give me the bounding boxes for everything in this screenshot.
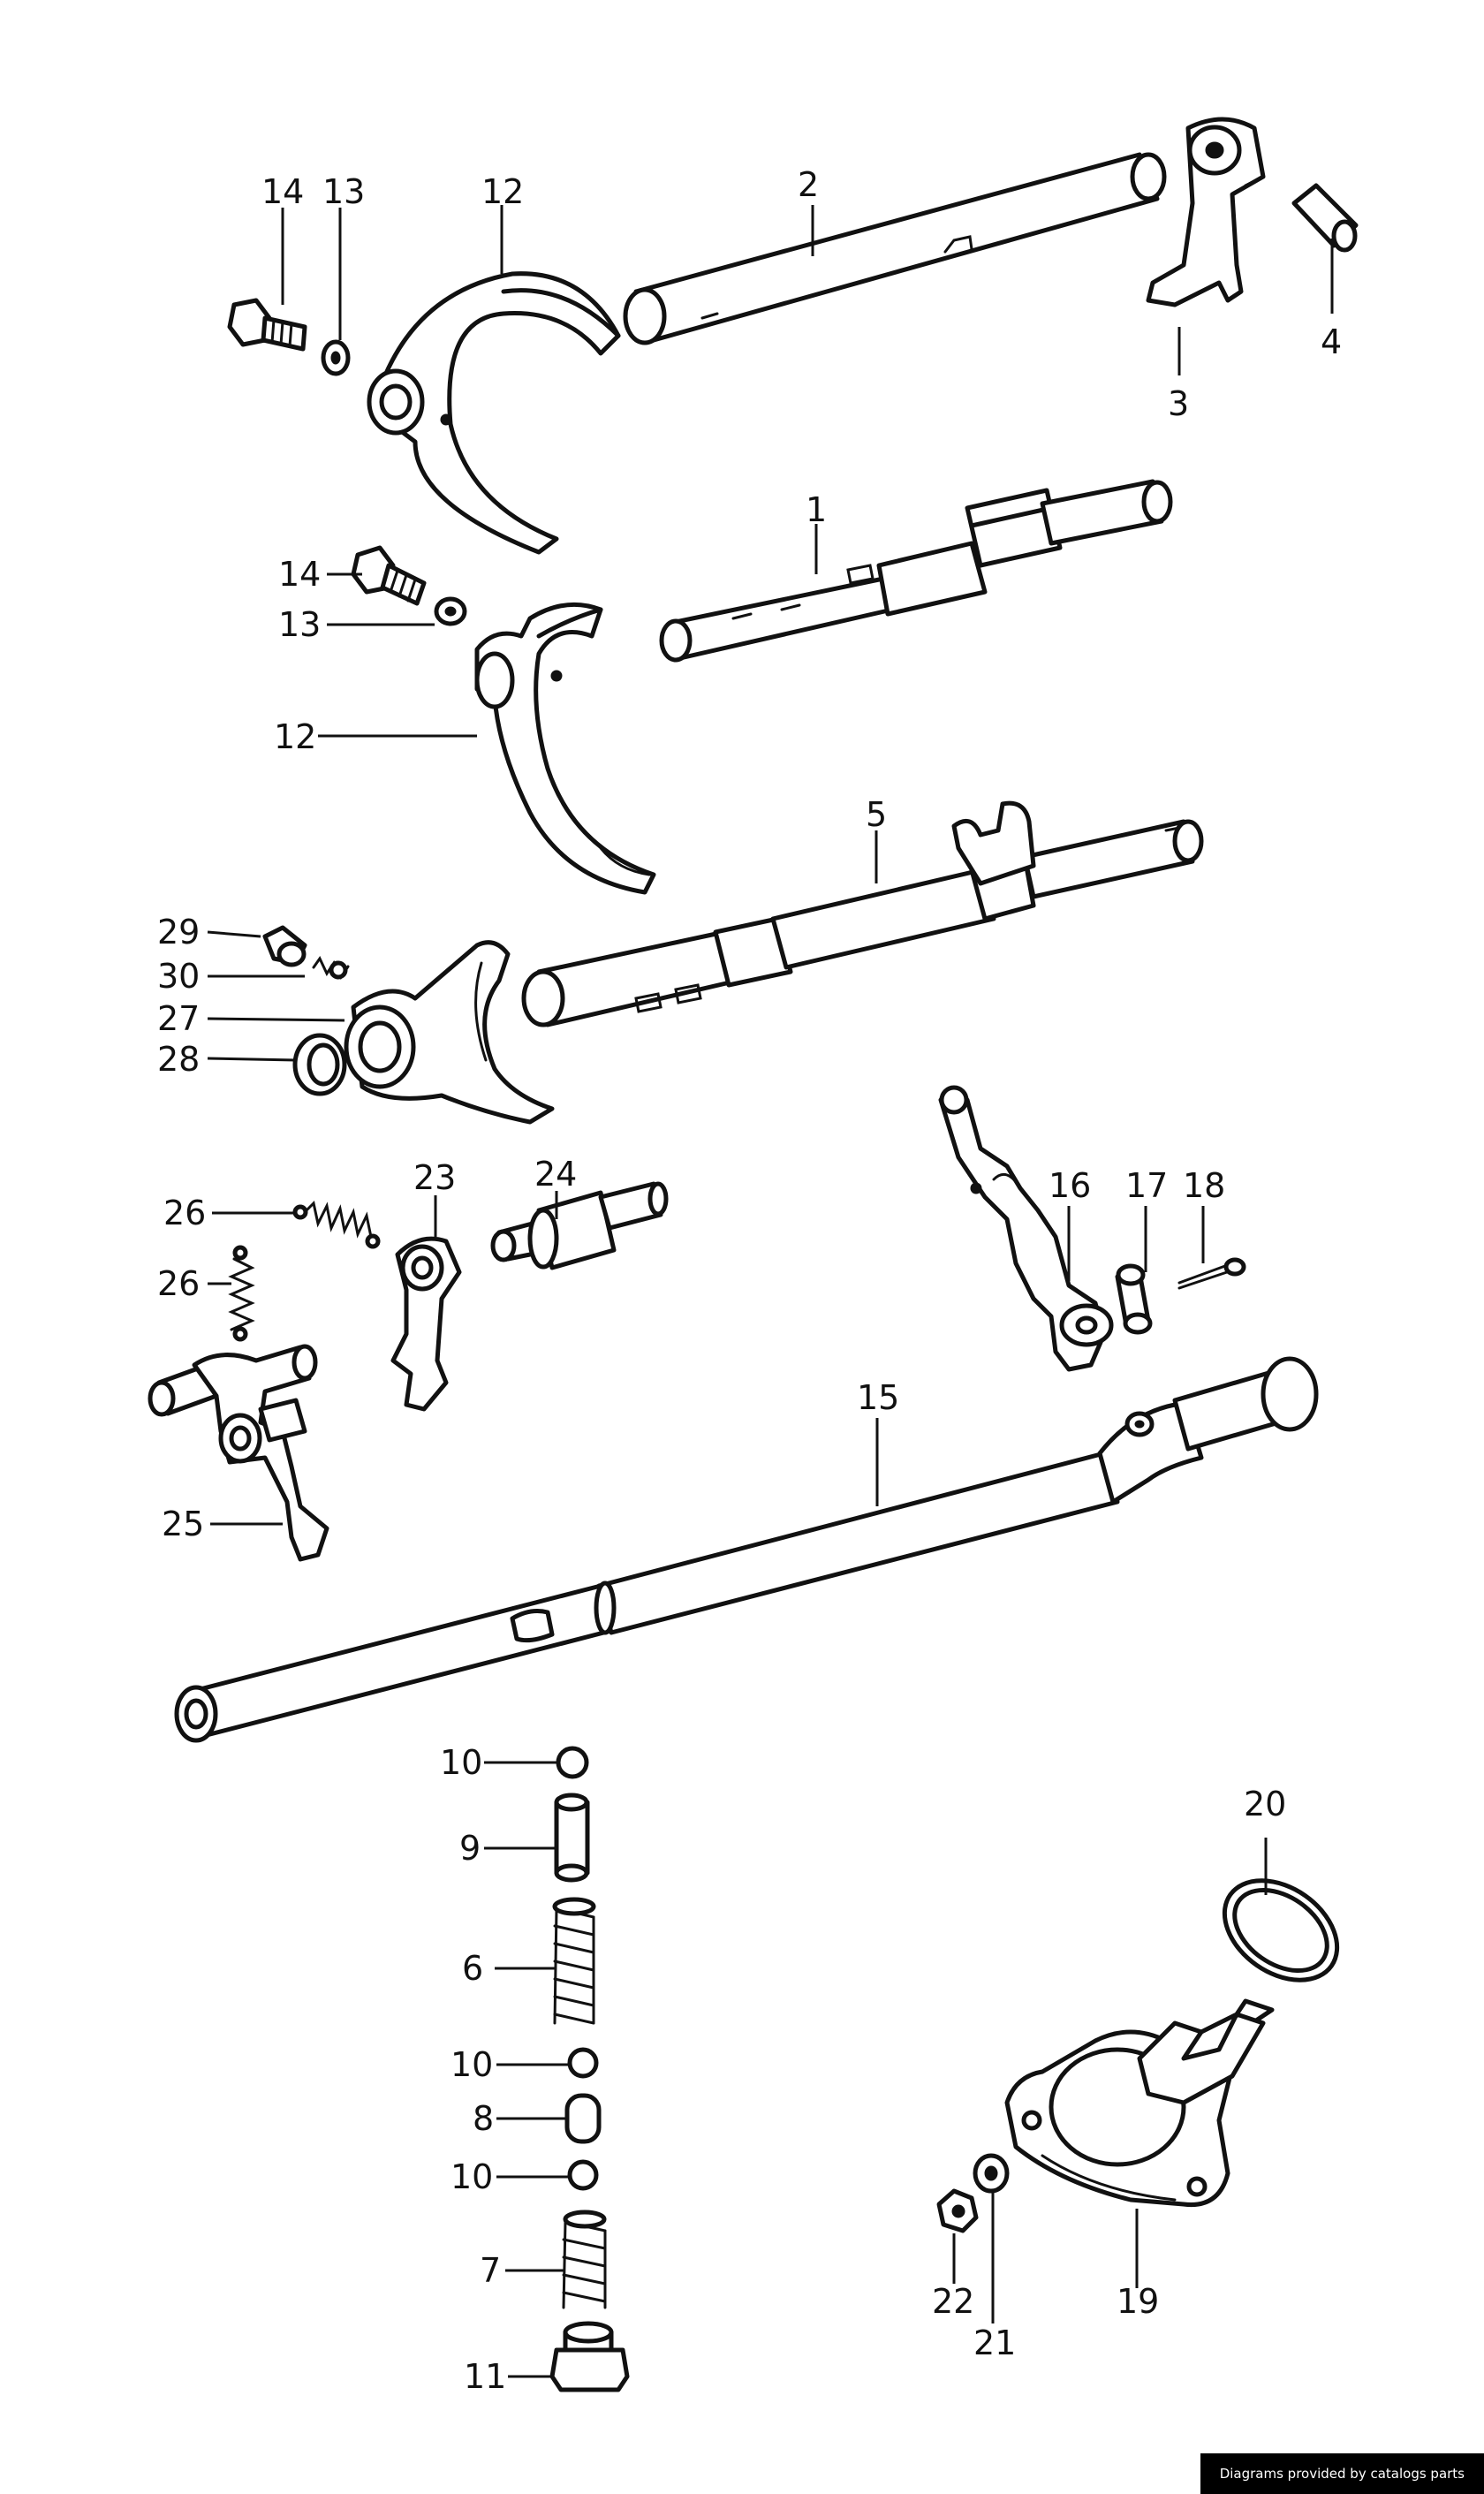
- part-14-bolt-middle: [351, 545, 427, 606]
- part-2-shaft: [623, 152, 1167, 345]
- part-19-housing: [1004, 1998, 1275, 2208]
- part-27-fork: [344, 940, 555, 1125]
- label-26-lower: 26: [157, 1264, 200, 1303]
- label-14-upper: 14: [261, 172, 304, 211]
- label-27: 27: [157, 999, 200, 1038]
- part-7-spring: [562, 2210, 607, 2309]
- part-6-spring: [552, 1897, 596, 2025]
- label-19: 19: [1117, 2282, 1159, 2321]
- label-15: 15: [857, 1378, 899, 1417]
- label-10-top: 10: [440, 1743, 482, 1782]
- label-26-upper: 26: [163, 1194, 206, 1232]
- label-17: 17: [1125, 1166, 1168, 1205]
- part-15-shift-rod: [174, 1356, 1319, 1743]
- part-25-lever: [148, 1344, 329, 1562]
- part-12-fork-upper: [367, 271, 621, 555]
- part-30-spring: [312, 956, 350, 980]
- label-4: 4: [1321, 322, 1342, 361]
- part-10-ball-top: [556, 1746, 589, 1779]
- part-11-plug: [549, 2321, 630, 2392]
- part-26-spring-vertical: [228, 1245, 255, 1342]
- part-23-lever: [390, 1236, 462, 1412]
- credit-banner: Diagrams provided by catalogs parts: [1200, 2453, 1484, 2494]
- part-10-ball-lower: [567, 2159, 599, 2191]
- label-23: 23: [413, 1158, 456, 1197]
- part-14-bolt-upper: [227, 298, 307, 352]
- part-4-pin: [1291, 183, 1359, 253]
- label-7: 7: [480, 2251, 501, 2290]
- part-13-washer-middle: [434, 596, 467, 626]
- label-16: 16: [1049, 1166, 1091, 1205]
- label-9: 9: [459, 1829, 481, 1868]
- label-3: 3: [1168, 384, 1189, 423]
- label-20: 20: [1244, 1785, 1286, 1823]
- label-12-middle: 12: [274, 717, 316, 756]
- label-2: 2: [798, 165, 819, 204]
- part-20-ring: [1222, 1878, 1340, 1982]
- part-13-washer-upper: [321, 339, 351, 376]
- label-29: 29: [157, 913, 200, 951]
- label-10-middle: 10: [450, 2045, 493, 2084]
- part-12-fork-middle: [474, 602, 656, 895]
- part-22-nut: [936, 2188, 979, 2233]
- label-14-middle: 14: [278, 555, 321, 594]
- label-18: 18: [1183, 1166, 1225, 1205]
- part-18-cotter-pin: [1177, 1257, 1246, 1290]
- label-30: 30: [157, 957, 200, 996]
- label-1: 1: [806, 490, 827, 529]
- label-24: 24: [534, 1155, 577, 1194]
- label-22: 22: [932, 2282, 974, 2321]
- label-10-lower: 10: [450, 2157, 493, 2196]
- part-28-circlip: [292, 1033, 347, 1096]
- part-labels: 2 3 4 12 13 14 1 14 13 12 5 29 30 27 28 …: [157, 165, 1342, 2396]
- part-9-pin: [554, 1793, 590, 1883]
- part-21-washer: [973, 2153, 1010, 2194]
- part-1-shaft: [659, 479, 1173, 663]
- part-16-lever: [938, 1085, 1114, 1372]
- part-3-lever: [1146, 117, 1266, 307]
- part-8-roller: [564, 2093, 602, 2144]
- label-21: 21: [973, 2323, 1016, 2362]
- part-17-pin: [1115, 1263, 1153, 1335]
- label-13-upper: 13: [322, 172, 365, 211]
- label-6: 6: [462, 1949, 483, 1988]
- leader-lines: [207, 205, 1334, 2378]
- part-5-shaft: [521, 800, 1204, 1027]
- part-24-shaft: [490, 1181, 669, 1270]
- label-5: 5: [866, 795, 887, 834]
- label-13-middle: 13: [278, 605, 321, 644]
- label-25: 25: [162, 1505, 204, 1543]
- label-28: 28: [157, 1040, 200, 1079]
- part-26-spring-horizontal: [292, 1200, 381, 1249]
- label-11: 11: [464, 2357, 506, 2396]
- label-8: 8: [473, 2099, 494, 2138]
- part-29-plunger: [262, 925, 307, 967]
- label-12-upper: 12: [481, 172, 524, 211]
- part-10-ball-middle: [567, 2047, 599, 2079]
